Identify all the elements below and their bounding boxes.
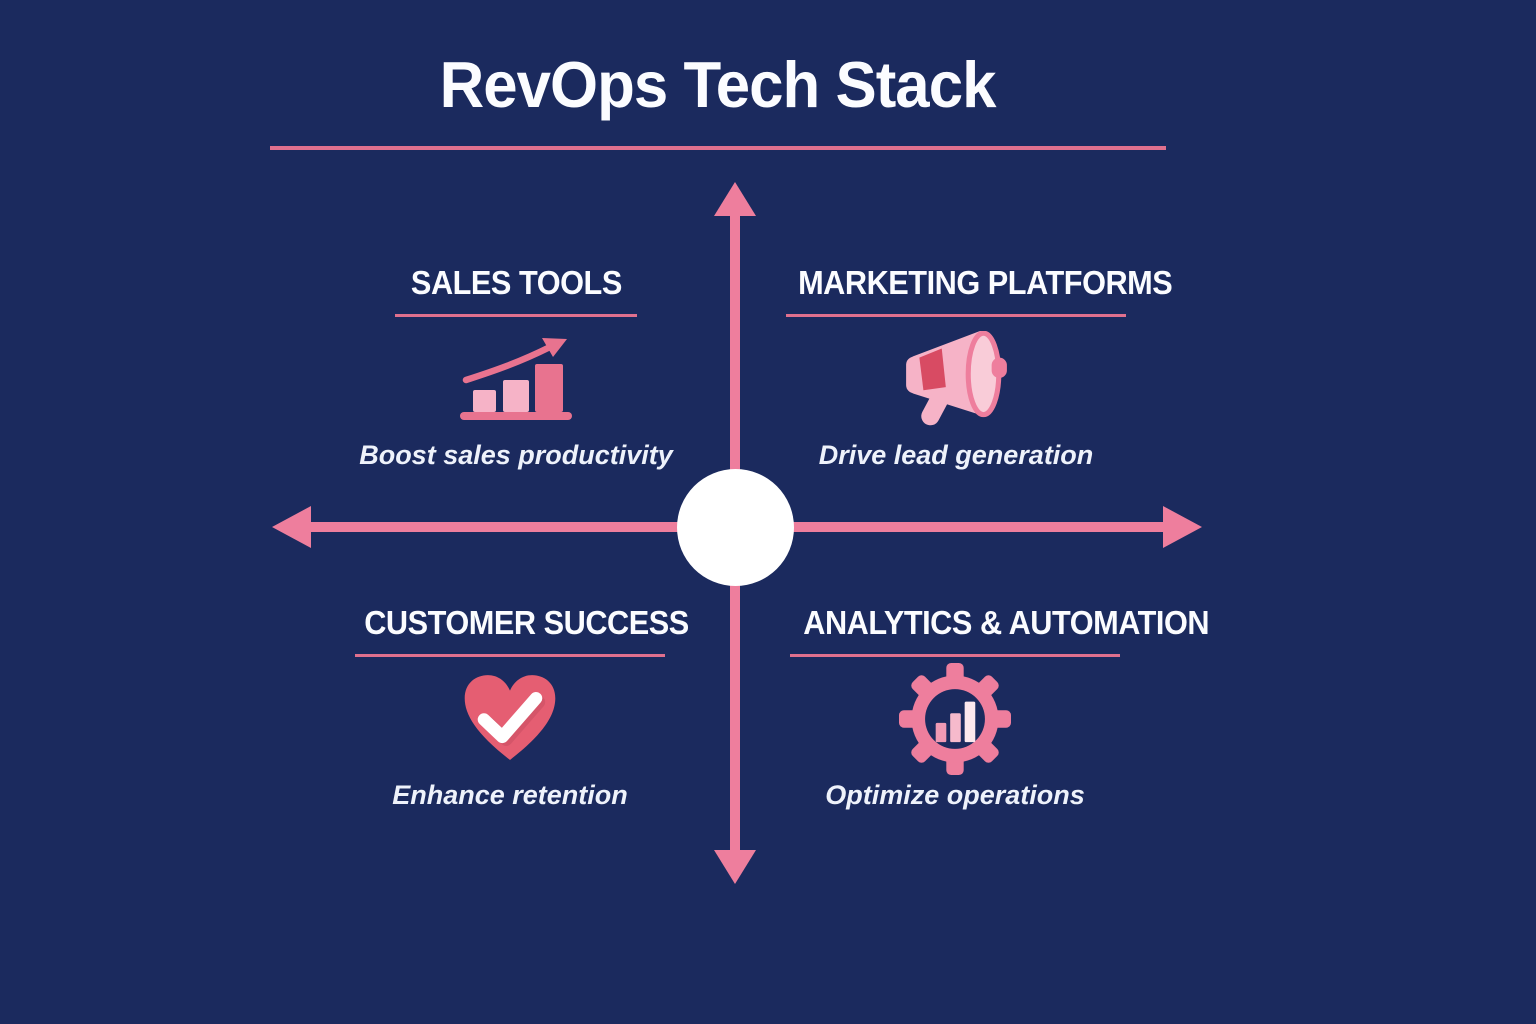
quadrant-heading: MARKETING PLATFORMS [798,264,1173,301]
header-underline [395,314,637,317]
arrow-left-icon [272,506,311,548]
quadrant-marketing-platforms: MARKETING PLATFORMS Drive lead generatio… [784,264,1173,471]
megaphone-icon [906,330,1007,425]
quadrant-heading: SALES TOOLS [410,264,622,301]
icon-box [352,667,668,771]
quadrant-customer-success: CUSTOMER SUCCESS Enhance retention [352,604,689,811]
bar-chart-growth-icon [460,338,572,420]
header-underline [355,654,665,657]
quadrant-sales-tools: SALES TOOLS Boost sales productivity [348,264,684,471]
arrow-right-icon [1163,506,1202,548]
gear-chart-icon [899,663,1011,775]
quadrant-analytics-automation: ANALYTICS & AUTOMATION [788,604,1210,811]
quadrant-heading: ANALYTICS & AUTOMATION [803,604,1210,641]
heart-check-icon [464,674,556,760]
arrow-up-icon [714,182,756,216]
quadrant-caption: Boost sales productivity [359,440,673,470]
icon-box [788,663,1122,775]
icon-box [784,327,1128,431]
quadrant-heading: CUSTOMER SUCCESS [364,604,689,641]
quadrant-caption: Enhance retention [392,780,628,810]
header-underline [786,314,1126,317]
quadrant-caption: Optimize operations [825,780,1085,810]
quadrant-caption: Drive lead generation [818,440,1094,470]
title-block: RevOps Tech Stack [270,48,1166,123]
title-underline [270,146,1166,150]
icon-box [348,327,684,431]
header-underline [790,654,1120,657]
page-title: RevOps Tech Stack [440,48,997,121]
center-hub-circle [677,469,794,586]
arrow-down-icon [714,850,756,884]
